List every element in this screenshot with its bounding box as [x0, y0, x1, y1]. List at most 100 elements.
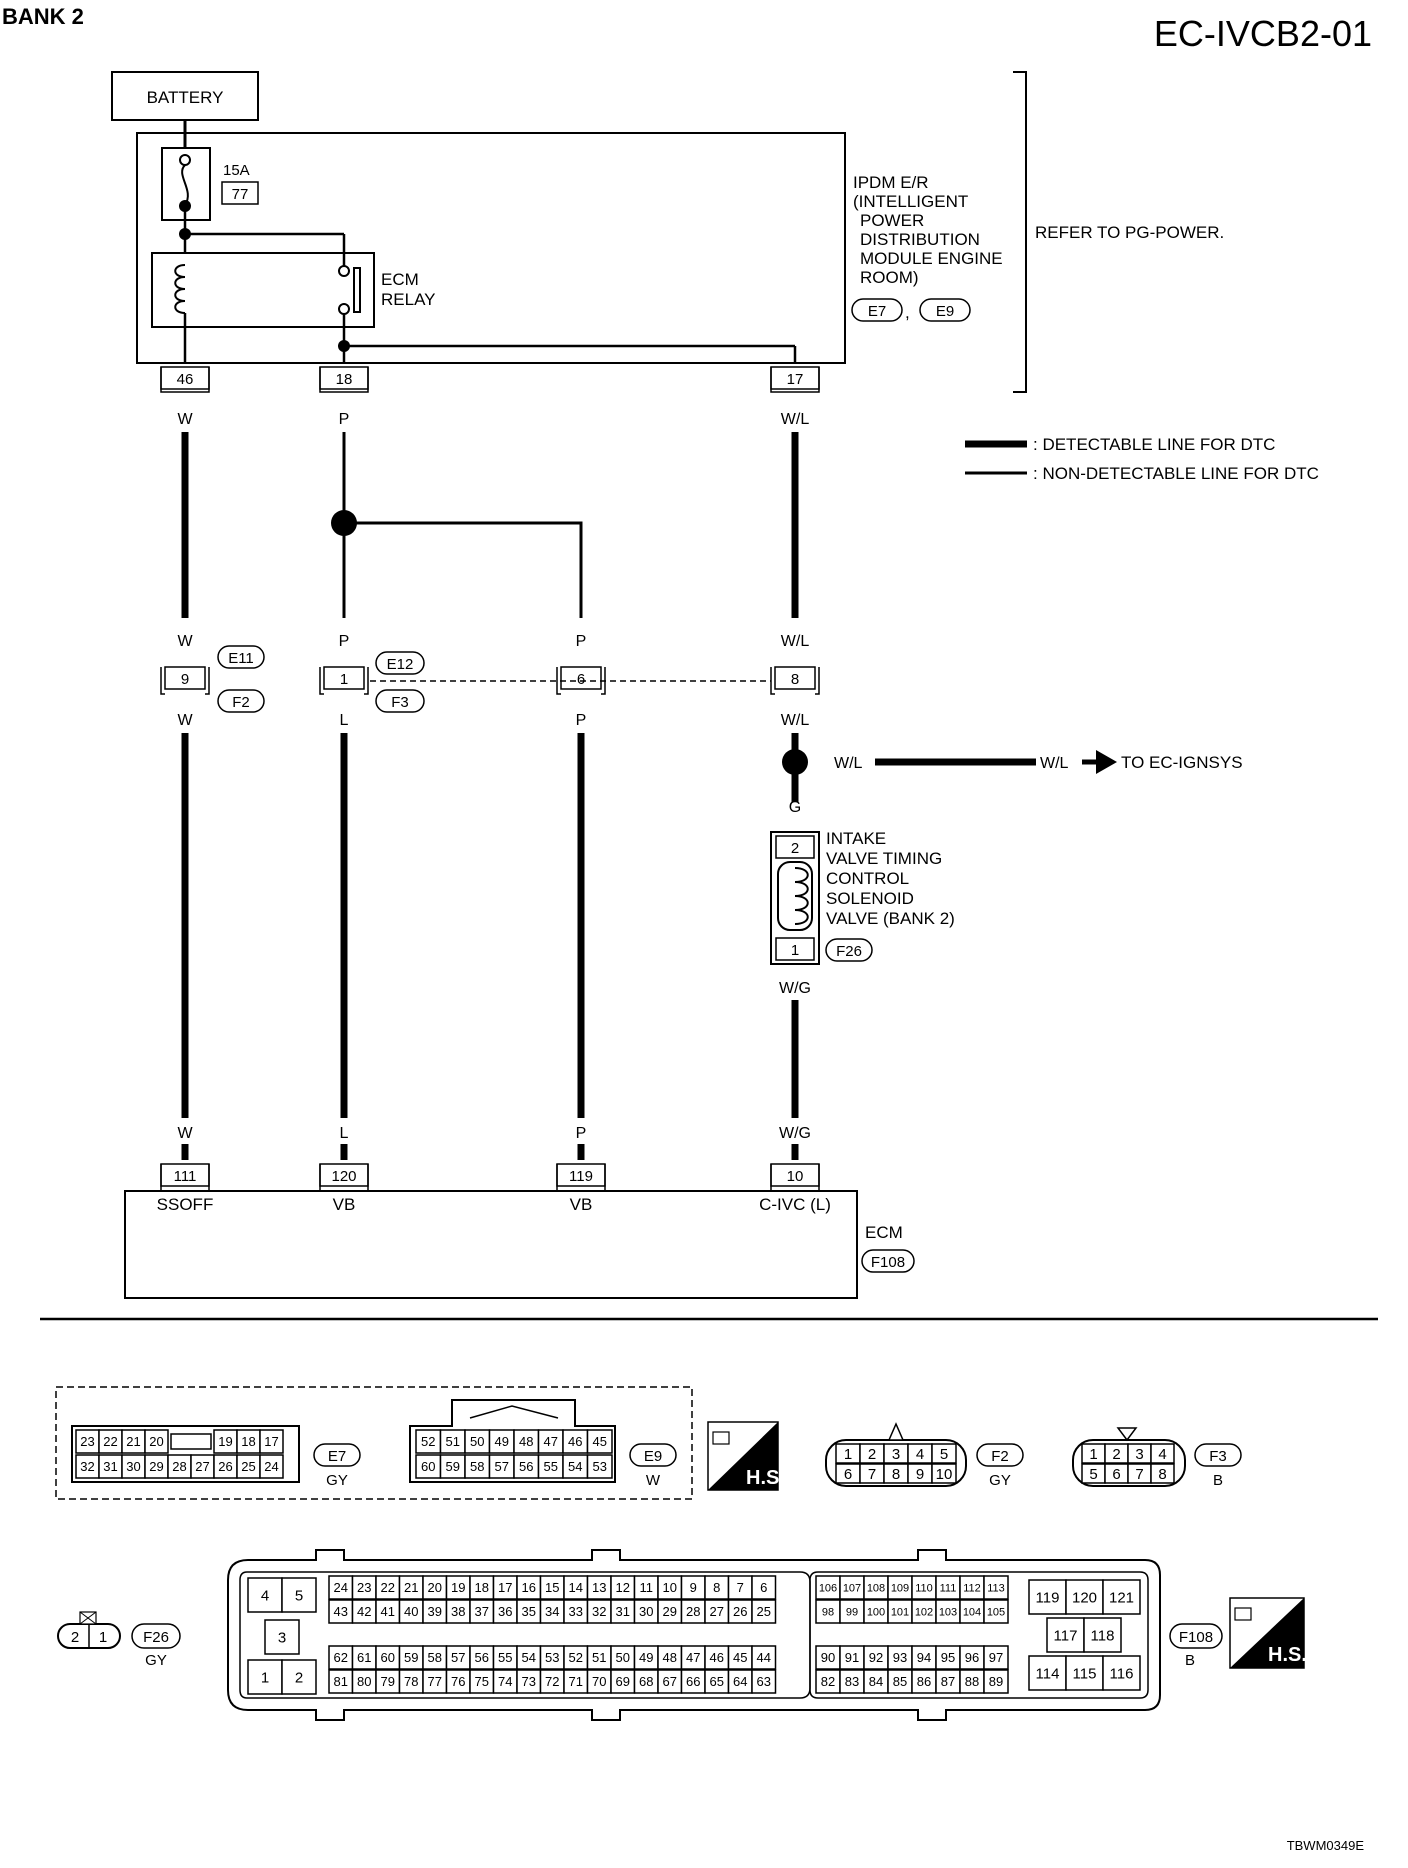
f108-pin-106: 106 — [819, 1582, 837, 1594]
ecm-pin-label-vb-1: VB — [333, 1195, 356, 1214]
f108-pin-61: 61 — [357, 1650, 371, 1665]
e9-pin-46: 46 — [568, 1434, 582, 1449]
f2-pin-8: 8 — [892, 1466, 900, 1483]
f108-pin-40: 40 — [404, 1604, 418, 1619]
solenoid-pin-2-label: 2 — [791, 840, 799, 857]
f108-pin-29: 29 — [663, 1604, 677, 1619]
f108-pin-118-cell — [1083, 1617, 1122, 1653]
f108-pin-42: 42 — [357, 1604, 371, 1619]
f108-pin-59: 59 — [404, 1650, 418, 1665]
solenoid-top-wire-color: G — [789, 799, 801, 816]
f2-pin-9: 9 — [916, 1466, 924, 1483]
f108-pin-6: 6 — [760, 1580, 767, 1595]
fuse-rating: 15A — [223, 162, 250, 179]
badge-f26-sol — [825, 938, 873, 962]
badge-f3 — [375, 689, 425, 713]
f108-pin-44-cell — [751, 1645, 777, 1670]
wire-color-bottom-2: L — [340, 1125, 349, 1142]
f108-pin-85: 85 — [893, 1674, 907, 1689]
ipdm-pin-18: 18 — [319, 366, 369, 393]
wire-color-bottom-3: P — [576, 1125, 587, 1142]
e7-pin-26: 26 — [218, 1459, 232, 1474]
joint-connector-f3: F3 — [391, 694, 409, 711]
ipdm-line-5: MODULE ENGINE — [860, 249, 1003, 268]
badge-e9 — [629, 1443, 677, 1467]
f108-pin-66: 66 — [686, 1674, 700, 1689]
f3-pin-4: 4 — [1158, 1446, 1166, 1463]
solenoid-connector: F26 — [836, 943, 862, 960]
e7-pin-20: 20 — [149, 1434, 163, 1449]
ecm-pin-119: 119 — [556, 1163, 606, 1192]
f108-pin-81: 81 — [334, 1674, 348, 1689]
solenoid-line-5: VALVE (BANK 2) — [826, 909, 955, 928]
f108-pin-49: 49 — [639, 1650, 653, 1665]
f108-pin-105: 105 — [987, 1606, 1005, 1618]
e7-pin-30: 30 — [126, 1459, 140, 1474]
f108-pin-7: 7 — [737, 1580, 744, 1595]
f108-pin-89: 89 — [989, 1674, 1003, 1689]
f108-pin-73: 73 — [522, 1674, 536, 1689]
badge-e7 — [313, 1443, 361, 1467]
hs-icon: H.S. — [707, 1421, 785, 1491]
ipdm-line-3: POWER — [860, 211, 924, 230]
f108-pin-78: 78 — [404, 1674, 418, 1689]
f108-pin-87: 87 — [941, 1674, 955, 1689]
f108-pin-98: 98 — [822, 1606, 834, 1618]
ipdm-description: IPDM E/R (INTELLIGENT POWER DISTRIBUTION… — [853, 173, 1003, 287]
f3-pin-1: 1 — [1089, 1446, 1097, 1463]
solenoid-coil-icon — [794, 867, 809, 925]
ipdm-line-4: DISTRIBUTION — [860, 230, 980, 249]
e9-pin-60: 60 — [421, 1459, 435, 1474]
f108-pin-63-cell — [751, 1669, 777, 1694]
badge-e12 — [375, 651, 425, 675]
e9-pin-49: 49 — [495, 1434, 509, 1449]
f108-pin-23: 23 — [357, 1580, 371, 1595]
f108-pin-27: 27 — [710, 1604, 724, 1619]
f108-pin-13: 13 — [592, 1580, 606, 1595]
connector-e9-id: E9 — [644, 1448, 662, 1465]
f108-pin-99: 99 — [846, 1606, 858, 1618]
f108-pin-120: 120 — [1072, 1589, 1097, 1606]
e9-pin-56: 56 — [519, 1459, 533, 1474]
f108-pin-1-cell — [247, 1659, 283, 1695]
f108-pin-104: 104 — [963, 1606, 981, 1618]
legend-detectable: : DETECTABLE LINE FOR DTC — [1033, 435, 1275, 454]
e7-pin-31: 31 — [103, 1459, 117, 1474]
e9-pin-58: 58 — [470, 1459, 484, 1474]
e9-pin-52: 52 — [421, 1434, 435, 1449]
e7-pin-24: 24 — [264, 1459, 278, 1474]
joint-connector-e12: E12 — [387, 656, 414, 673]
wire-color-top-2: P — [339, 411, 350, 428]
f108-pin-34: 34 — [545, 1604, 559, 1619]
f108-pin-9: 9 — [690, 1580, 697, 1595]
f108-pin-60: 60 — [381, 1650, 395, 1665]
f2-pin-4: 4 — [916, 1446, 924, 1463]
f108-pin-86: 86 — [917, 1674, 931, 1689]
joint-connector-f2: F2 — [232, 694, 250, 711]
ecm-pin-label-ssoff: SSOFF — [157, 1195, 214, 1214]
e9-pin-51: 51 — [446, 1434, 460, 1449]
solenoid-pin-1: 1 — [775, 937, 815, 961]
ipdm-connector-sep: , — [905, 303, 910, 322]
connector-f108-color: B — [1185, 1652, 1195, 1669]
joint-pin-9: 9 — [160, 666, 210, 695]
wire-color-bottom-4: W/G — [779, 1125, 811, 1142]
ipdm-connector-e9-badge — [919, 298, 971, 322]
joint-pin-1-label: 1 — [340, 671, 348, 688]
f108-pin-112: 112 — [963, 1582, 981, 1594]
f108-pin-1: 1 — [261, 1669, 269, 1686]
f108-pin-97-cell — [983, 1645, 1009, 1670]
e7-pin-17: 17 — [264, 1434, 278, 1449]
solenoid-line-4: SOLENOID — [826, 889, 914, 908]
badge-f26-conn — [131, 1623, 181, 1649]
e9-pin-57: 57 — [495, 1459, 509, 1474]
f108-pin-83: 83 — [845, 1674, 859, 1689]
f2-pin-6: 6 — [844, 1466, 852, 1483]
f108-pin-62: 62 — [334, 1650, 348, 1665]
f108-pin-58: 58 — [428, 1650, 442, 1665]
f108-pin-44: 44 — [757, 1650, 771, 1665]
